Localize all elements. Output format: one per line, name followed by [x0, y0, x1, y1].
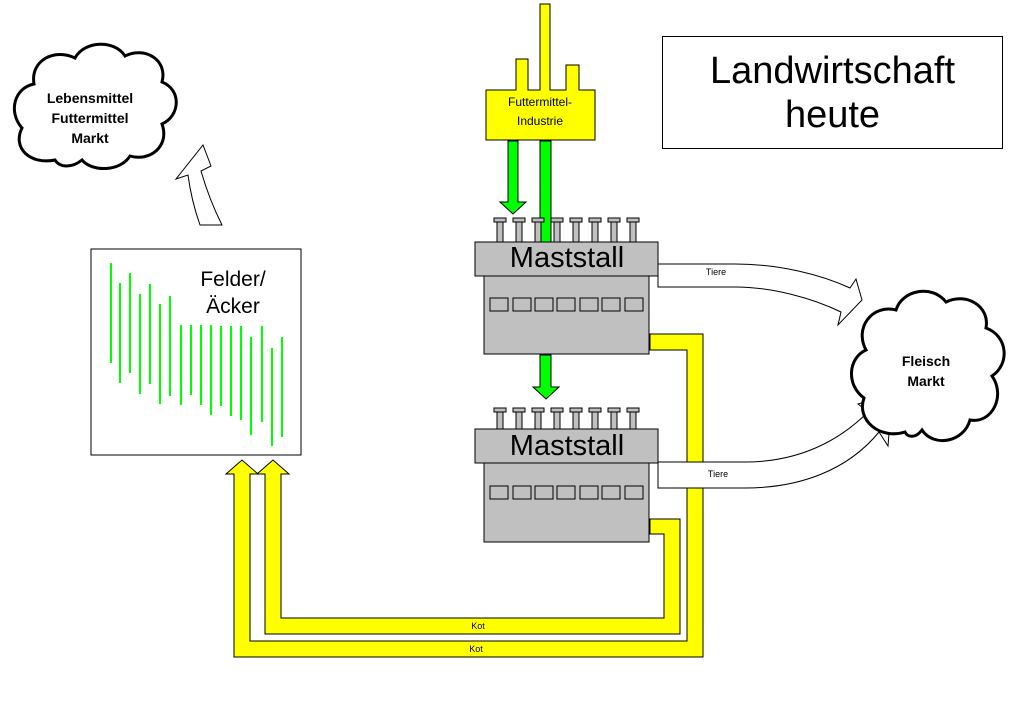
window	[624, 297, 644, 312]
vent-cap	[512, 407, 526, 413]
vent	[534, 219, 542, 243]
manure-flow-inner	[255, 459, 681, 635]
window	[534, 485, 554, 500]
barn-1: Maststall	[474, 217, 659, 355]
vent-cap	[569, 407, 583, 413]
fields-box	[90, 248, 302, 456]
vent	[496, 219, 504, 243]
window	[534, 297, 554, 312]
barn-roof	[474, 241, 659, 277]
title-text: Landwirtschaft heute	[710, 49, 955, 137]
manure-outer-label: Kot	[469, 644, 483, 654]
vent-cap	[531, 217, 545, 223]
vent	[572, 219, 580, 243]
fields-label-line2: Äcker	[206, 295, 260, 318]
vent-cap	[607, 407, 621, 413]
window	[512, 485, 532, 500]
window	[512, 297, 532, 312]
feed-industry-line2: Industrie	[517, 114, 563, 128]
food-market-line1: Lebensmittel	[47, 90, 133, 106]
vent	[534, 409, 542, 430]
feed-industry-shape	[485, 3, 596, 141]
vent-cap	[626, 407, 640, 413]
vent-cap	[512, 217, 526, 223]
window	[556, 485, 576, 500]
barn-windows	[489, 297, 644, 312]
meat-market-line1: Fleisch	[902, 353, 950, 369]
vent	[610, 219, 618, 243]
barn-vents	[493, 407, 640, 430]
manure-flow-outer	[224, 333, 704, 658]
window	[601, 297, 621, 312]
vent	[610, 409, 618, 430]
food-market-line2: Futtermittel	[52, 110, 129, 126]
vent	[591, 219, 599, 243]
feed-industry-line1: Futtermittel-	[508, 95, 572, 109]
barn-vents	[493, 217, 640, 243]
window	[579, 485, 599, 500]
vent	[572, 409, 580, 430]
vent-cap	[569, 217, 583, 223]
food-market-cloud	[12, 42, 178, 170]
vent-cap	[531, 407, 545, 413]
barn-roof	[474, 428, 659, 464]
vent	[496, 409, 504, 430]
vent-cap	[550, 217, 564, 223]
vent-cap	[588, 217, 602, 223]
vent	[629, 219, 637, 243]
vent	[515, 409, 523, 430]
barn-body	[483, 462, 650, 543]
window	[579, 297, 599, 312]
title-line2: heute	[784, 93, 881, 136]
barn-windows	[489, 485, 644, 500]
feed-arrow-right	[539, 140, 552, 244]
animals-arrow-2	[657, 394, 893, 489]
vent	[553, 219, 561, 243]
fields-to-market-arrow	[174, 144, 223, 226]
vent-cap	[493, 407, 507, 413]
fields-label-line1: Felder/	[200, 268, 266, 291]
vent-cap	[588, 407, 602, 413]
barn-1-label: Maststall	[510, 242, 624, 274]
window	[556, 297, 576, 312]
vent	[515, 219, 523, 243]
vent-cap	[607, 217, 621, 223]
meat-market-cloud	[850, 289, 1006, 442]
barn-2: Maststall	[474, 407, 659, 543]
vent	[629, 409, 637, 430]
window	[601, 485, 621, 500]
feed-arrow-left	[498, 140, 528, 215]
animals-label-2: Tiere	[708, 469, 728, 479]
vent	[591, 409, 599, 430]
food-market-line3: Markt	[71, 130, 109, 146]
barn-2-label: Maststall	[510, 430, 624, 462]
vent-cap	[550, 407, 564, 413]
meat-market-line2: Markt	[907, 373, 945, 389]
crop-rows	[110, 263, 283, 446]
animals-label-1: Tiere	[706, 267, 726, 277]
animals-arrow-1	[657, 263, 863, 327]
title-box: Landwirtschaft heute	[662, 36, 1003, 149]
barn-body	[483, 275, 650, 355]
vent	[553, 409, 561, 430]
vent-cap	[493, 217, 507, 223]
window	[624, 485, 644, 500]
window	[489, 485, 509, 500]
feed-arrow-between-barns	[531, 354, 561, 400]
vent-cap	[626, 217, 640, 223]
manure-inner-label: Kot	[471, 621, 485, 631]
title-line1: Landwirtschaft	[709, 49, 955, 92]
window	[489, 297, 509, 312]
